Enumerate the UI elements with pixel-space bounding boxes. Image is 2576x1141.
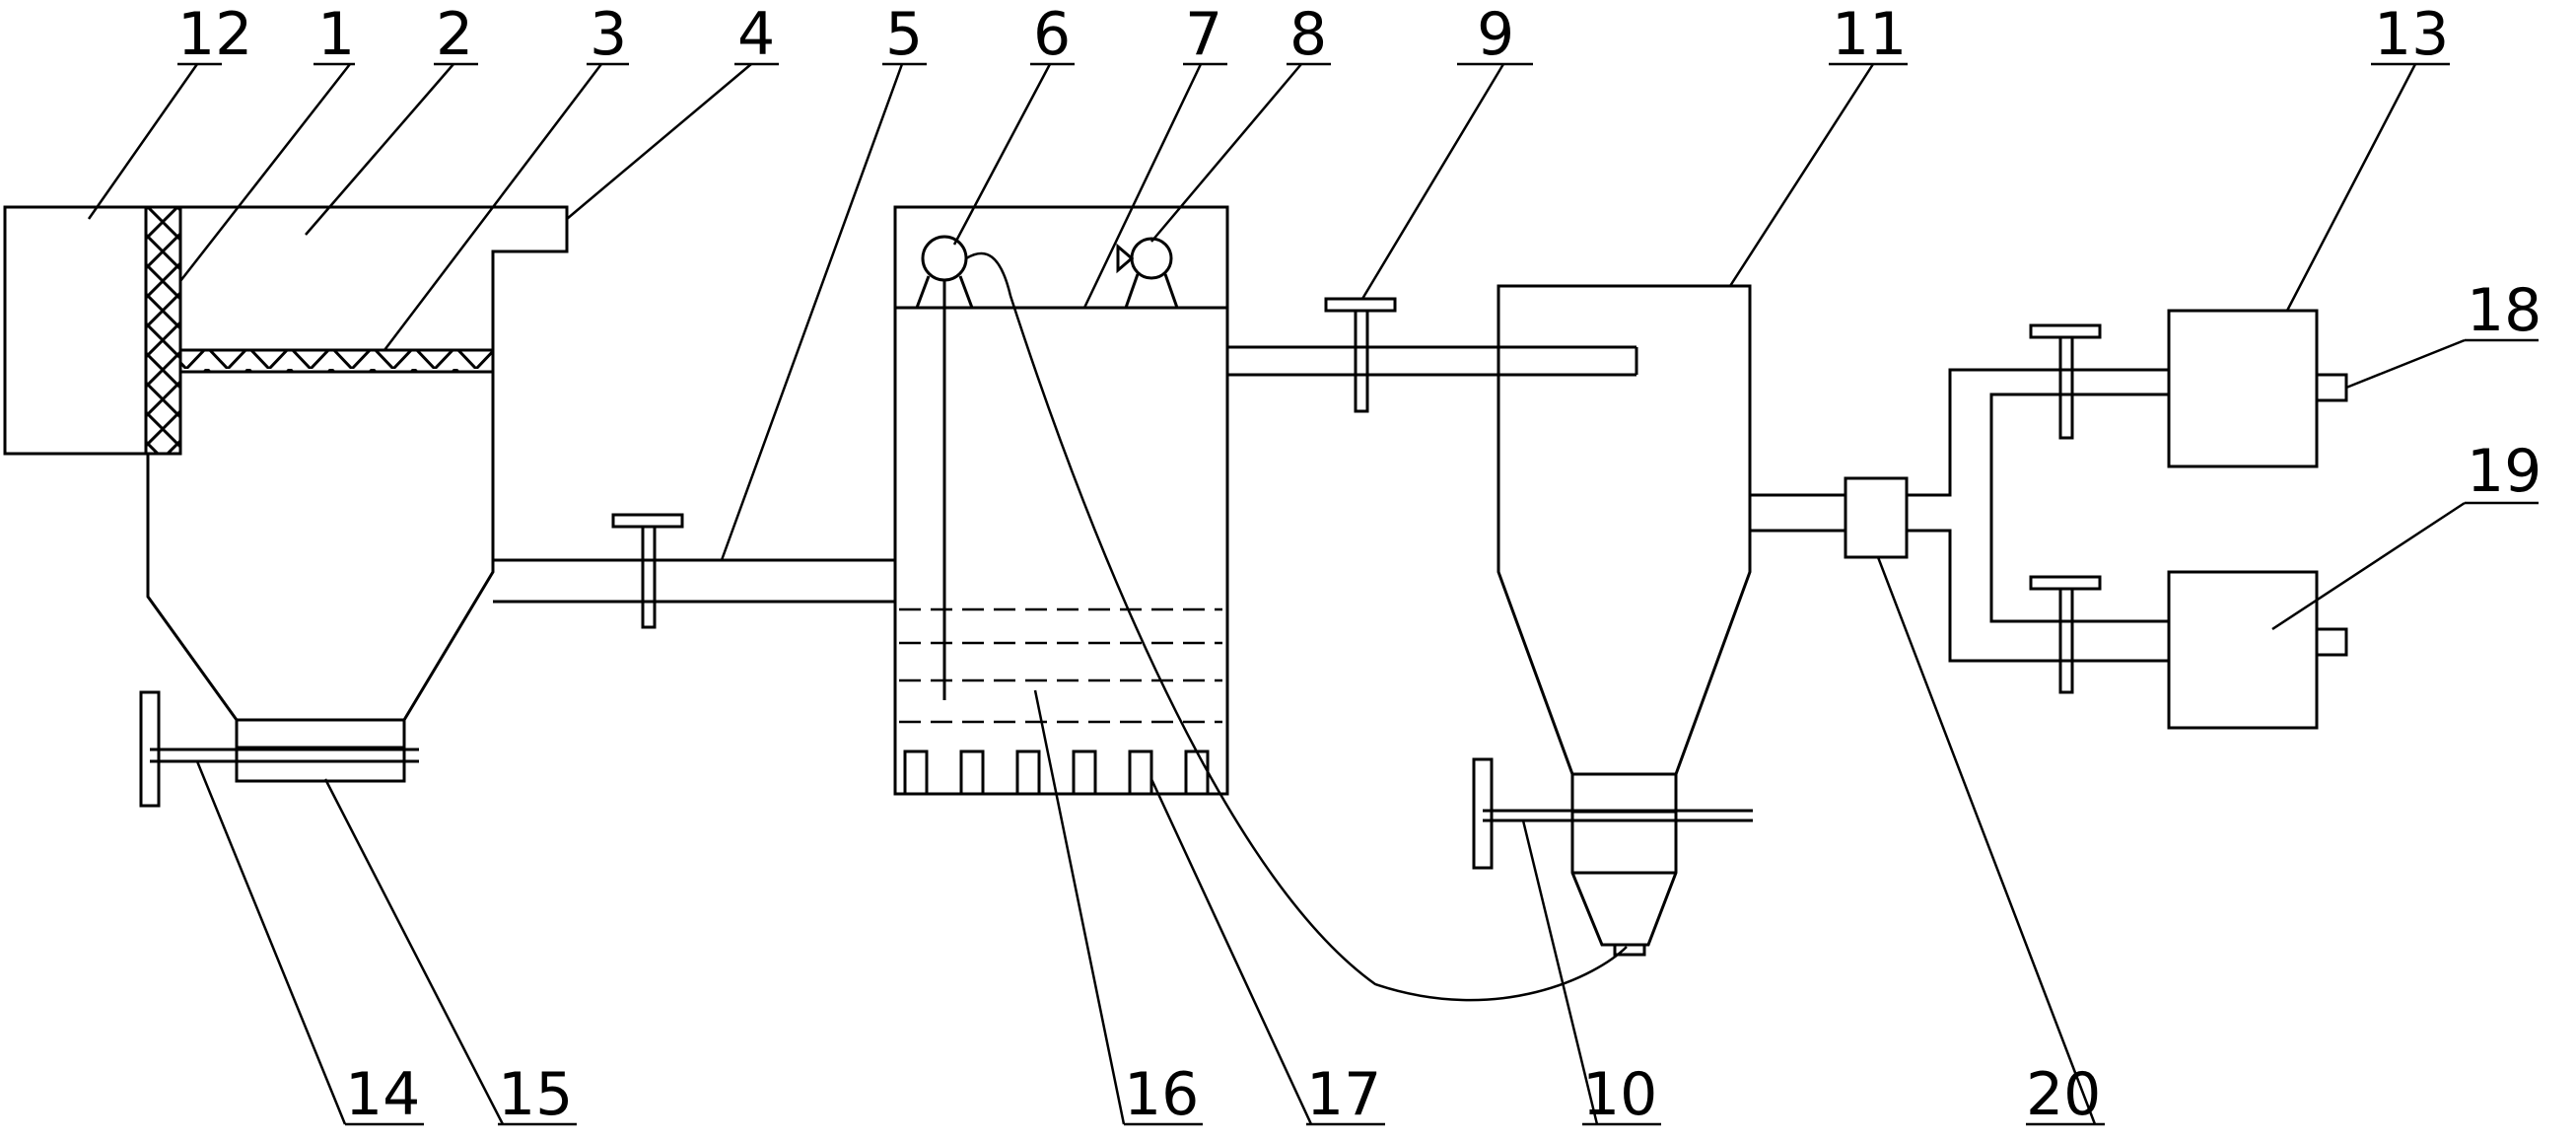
label-10: 10 (1582, 1060, 1657, 1129)
label-19: 19 (2467, 437, 2541, 506)
label-4: 4 (737, 0, 775, 69)
label-underlines (177, 62, 2539, 1126)
label-9: 9 (1477, 0, 1514, 69)
bottom-slots-17 (903, 749, 1210, 794)
leader-lines (87, 63, 2466, 1125)
tank-7 (893, 205, 1229, 796)
label-1: 1 (317, 0, 355, 69)
branch-pipes (1907, 323, 2169, 694)
label-7: 7 (1185, 0, 1222, 69)
part-labels: 12 1 2 3 4 5 6 7 8 9 11 13 18 19 14 15 1… (177, 0, 2541, 1129)
label-8: 8 (1289, 0, 1327, 69)
label-14: 14 (345, 1060, 420, 1129)
label-3: 3 (590, 0, 627, 69)
label-17: 17 (1306, 1060, 1381, 1129)
unit-13 (2167, 309, 2348, 468)
label-11: 11 (1832, 0, 1907, 69)
label-18: 18 (2467, 276, 2541, 345)
label-20: 20 (2026, 1060, 2101, 1129)
label-12: 12 (177, 0, 252, 69)
label-13: 13 (2374, 0, 2449, 69)
label-15: 15 (498, 1060, 573, 1129)
pump-8-icon (1116, 237, 1179, 309)
filter-plate-3 (178, 348, 495, 374)
label-5: 5 (885, 0, 923, 69)
return-hose (965, 251, 1628, 1002)
cyclone-11 (1472, 284, 1753, 957)
pipe-9 (1227, 297, 1638, 413)
pipe-5 (493, 513, 895, 629)
label-6: 6 (1033, 0, 1071, 69)
outlet-pipe (1750, 476, 1909, 559)
unit-12-box (3, 205, 148, 456)
hatched-wall-1 (144, 205, 182, 456)
label-2: 2 (436, 0, 473, 69)
label-16: 16 (1124, 1060, 1199, 1129)
vessel-2 (139, 205, 569, 808)
unit-19 (2167, 570, 2348, 730)
